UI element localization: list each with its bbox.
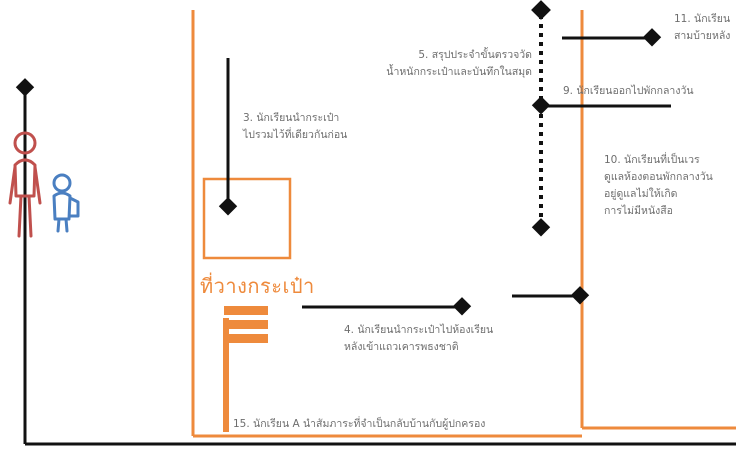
diamond-marker-icon <box>531 218 551 237</box>
note-line: การไม่มีหนังสือ <box>604 205 673 217</box>
note-step-11: 11. นักเรียน สามบ้ายหลัง <box>674 11 730 45</box>
note-line: 5. สรุปประจำขั้นตรวจวัด <box>418 49 532 61</box>
note-line: 15. นักเรียน A นำสัมภาระที่จำเป็นกลับบ้า… <box>233 418 486 430</box>
note-step-9: 9. นักเรียนออกไปพักกลางวัน <box>563 83 694 100</box>
note-line: สามบ้ายหลัง <box>674 30 731 42</box>
diamond-marker-icon <box>642 28 662 47</box>
diamond-marker-icon <box>531 0 551 20</box>
note-step-10: 10. นักเรียนที่เป็นเวร ดูแลห้องตอนพักกลา… <box>604 152 713 220</box>
note-line: น้ำหนักกระเป๋าและบันทึกในสมุด <box>386 66 532 78</box>
note-line: ดูแลห้องตอนพักกลางวัน <box>604 171 713 183</box>
note-step-15: 15. นักเรียน A นำสัมภาระที่จำเป็นกลับบ้า… <box>233 416 485 433</box>
bag-area-label: ที่วางกระเป๋า <box>200 274 315 298</box>
diamond-marker-icon <box>218 197 238 216</box>
student-blue-figure-icon <box>52 173 80 233</box>
student-red-figure-icon <box>8 131 42 238</box>
diamond-marker-icon <box>570 286 590 305</box>
diamond-marker-icon <box>15 78 35 97</box>
note-step-4: 4. นักเรียนนำกระเป๋าไปห้องเรียน หลังเข้า… <box>344 322 493 356</box>
note-line: 11. นักเรียน <box>674 13 731 25</box>
bag-rack <box>223 306 268 432</box>
note-step-3: 3. นักเรียนนำกระเป๋า ไปรวมไว้ที่เดียวกัน… <box>243 110 347 144</box>
note-line: ไปรวมไว้ที่เดียวกันก่อน <box>243 129 348 141</box>
note-line: หลังเข้าแถวเคารพธงชาติ <box>344 341 459 353</box>
diamond-marker-icon <box>531 96 551 115</box>
note-line: 3. นักเรียนนำกระเป๋า <box>243 112 340 124</box>
note-line: 10. นักเรียนที่เป็นเวร <box>604 154 700 166</box>
bag-collection-box <box>202 177 292 260</box>
note-step-5: 5. สรุปประจำขั้นตรวจวัด น้ำหนักกระเป๋าแล… <box>386 47 532 81</box>
note-line: อยู่ดูแลไม่ให้เกิด <box>604 188 678 200</box>
note-line: 9. นักเรียนออกไปพักกลางวัน <box>563 85 694 97</box>
diamond-marker-icon <box>452 297 472 316</box>
note-line: 4. นักเรียนนำกระเป๋าไปห้องเรียน <box>344 324 494 336</box>
